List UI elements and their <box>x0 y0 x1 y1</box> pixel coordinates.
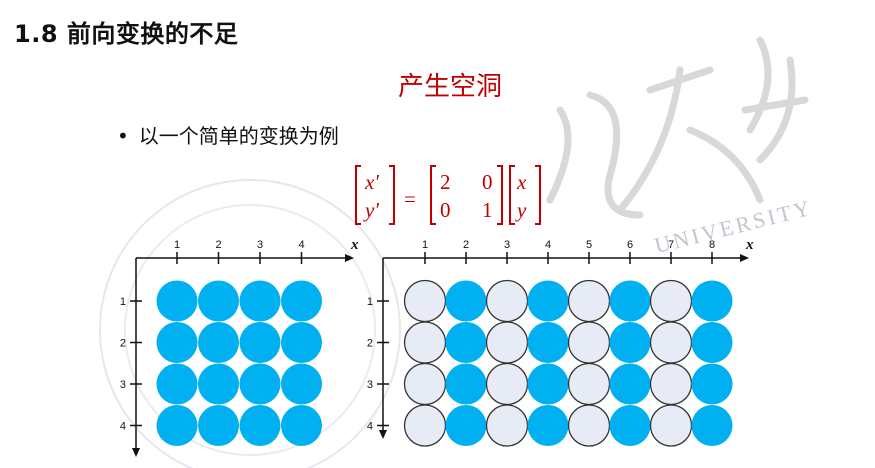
lhs-y-prime: y′ <box>363 198 379 222</box>
left-x-axis-arrow-icon <box>345 254 354 262</box>
left-filled-pixel <box>281 280 322 322</box>
right-filled-pixel <box>691 322 733 363</box>
left-filled-pixel <box>198 322 239 363</box>
right-x-tick-label: 4 <box>545 239 551 251</box>
left-x-axis-label: x <box>350 237 359 253</box>
right-x-tick-label: 5 <box>586 239 592 251</box>
left-filled-pixel <box>198 280 239 322</box>
right-filled-pixel <box>445 363 487 405</box>
right-filled-pixel <box>609 322 651 363</box>
right-filled-pixel <box>527 363 569 405</box>
right-filled-pixel <box>527 405 569 446</box>
left-filled-pixel <box>239 322 281 363</box>
right-filled-pixel <box>527 280 569 322</box>
right-x-tick-label: 1 <box>422 239 428 251</box>
right-filled-pixel <box>691 405 733 446</box>
matrix-a21: 0 <box>440 198 451 222</box>
left-filled-pixel <box>239 363 281 405</box>
left-filled-pixel <box>281 405 322 446</box>
left-y-tick-label: 1 <box>120 296 126 308</box>
left-filled-pixel <box>156 405 198 446</box>
left-y-tick-label: 2 <box>120 338 126 350</box>
right-y-tick-label: 2 <box>367 338 373 350</box>
left-x-tick-label: 1 <box>174 239 180 251</box>
right-y-tick-label: 1 <box>367 296 373 308</box>
left-filled-pixel <box>156 363 198 405</box>
right-y-tick-label: 4 <box>367 421 373 433</box>
matrix-equation: x′ y′ = 2 0 0 1 x y <box>355 165 541 225</box>
right-filled-pixel <box>691 280 733 322</box>
bullet-text: 以一个简单的变换为例 <box>138 124 339 148</box>
right-hole-pixel <box>485 279 529 323</box>
right-hole-pixel <box>649 404 693 447</box>
lhs-x-prime: x′ <box>364 170 379 194</box>
right-x-axis-label: x <box>745 237 754 253</box>
matrix-a22: 1 <box>482 198 493 222</box>
left-y-tick-label: 4 <box>120 421 126 433</box>
right-hole-pixel <box>485 362 529 406</box>
bullet-dot-icon: • <box>117 124 129 148</box>
left-filled-pixel <box>198 405 239 446</box>
right-hole-pixel <box>649 362 693 406</box>
right-x-tick-label: 6 <box>627 239 633 251</box>
matrix-a12: 0 <box>482 170 493 194</box>
right-x-axis-arrow-icon <box>740 254 749 262</box>
right-hole-pixel <box>403 321 447 364</box>
right-hole-pixel <box>485 321 529 364</box>
bullet-item: • 以一个简单的变换为例 <box>117 120 339 149</box>
right-hole-pixel <box>403 362 447 406</box>
right-y-axis-arrow-icon <box>379 430 387 439</box>
page-title: 1.8 前向变换的不足 <box>14 20 239 48</box>
right-hole-pixel <box>567 404 611 447</box>
left-x-tick-label: 4 <box>298 239 304 251</box>
right-hole-pixel <box>567 362 611 406</box>
right-hole-pixel <box>649 321 693 364</box>
left-x-tick-label: 3 <box>257 239 263 251</box>
right-x-tick-label: 2 <box>463 239 469 251</box>
left-filled-pixel <box>156 280 198 322</box>
left-y-tick-label: 3 <box>120 379 126 391</box>
left-filled-pixel <box>198 363 239 405</box>
right-filled-pixel <box>527 322 569 363</box>
left-filled-pixel <box>239 280 281 322</box>
left-filled-pixel <box>281 322 322 363</box>
left-x-tick-label: 2 <box>215 239 221 251</box>
right-y-tick-label: 3 <box>367 379 373 391</box>
right-hole-pixel <box>567 321 611 364</box>
right-filled-pixel <box>609 405 651 446</box>
rhs-x: x <box>516 170 527 194</box>
right-filled-pixel <box>445 322 487 363</box>
right-filled-pixel <box>691 363 733 405</box>
rhs-y: y <box>515 198 527 222</box>
right-filled-pixel <box>445 405 487 446</box>
left-filled-pixel <box>156 322 198 363</box>
equals-sign: = <box>404 187 416 211</box>
right-x-tick-label: 8 <box>709 239 715 251</box>
right-filled-pixel <box>609 363 651 405</box>
section-subtitle: 产生空洞 <box>397 72 502 102</box>
right-filled-pixel <box>445 280 487 322</box>
right-x-tick-label: 3 <box>504 239 510 251</box>
right-hole-pixel <box>485 404 529 447</box>
left-y-axis-arrow-icon <box>132 448 140 457</box>
right-hole-pixel <box>567 279 611 323</box>
right-hole-pixel <box>403 404 447 447</box>
right-x-tick-label: 7 <box>668 239 674 251</box>
left-filled-pixel <box>281 363 322 405</box>
left-filled-pixel <box>239 405 281 446</box>
matrix-a11: 2 <box>440 170 451 194</box>
right-hole-pixel <box>649 279 693 323</box>
right-filled-pixel <box>609 280 651 322</box>
right-hole-pixel <box>403 279 447 323</box>
